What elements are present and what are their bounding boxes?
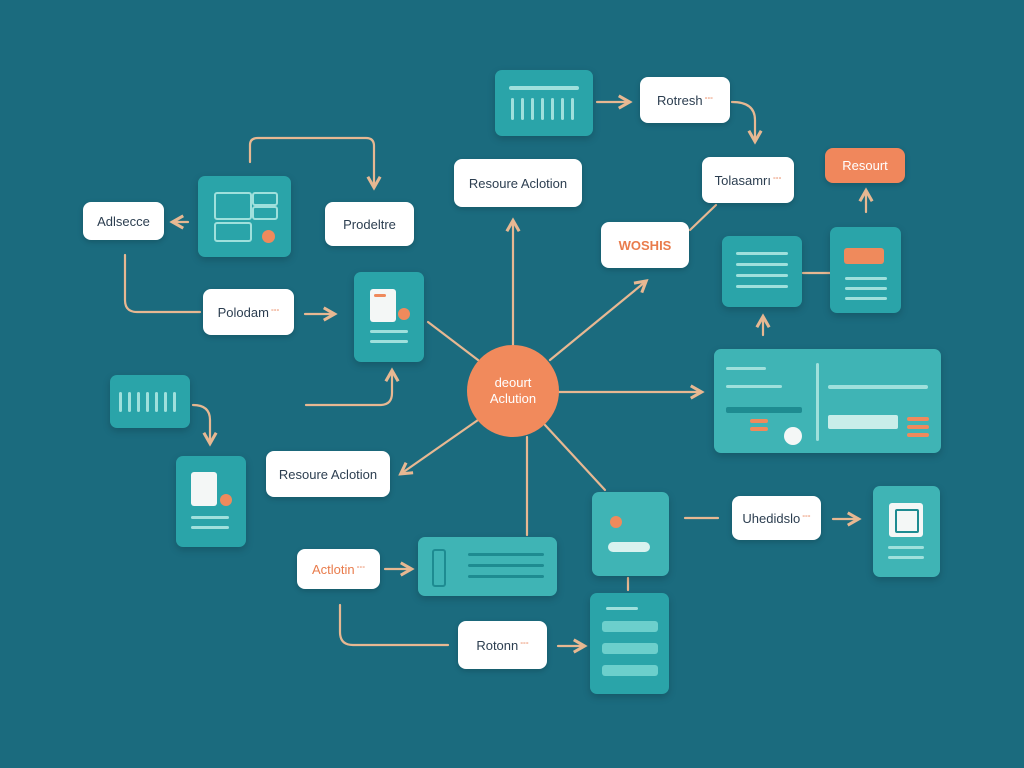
dashboard-panel[interactable] xyxy=(714,349,941,453)
refresh-label: Rotresh xyxy=(657,92,703,108)
wolosis-node[interactable]: WOSHIS xyxy=(601,222,689,268)
storage-stack-card[interactable] xyxy=(590,593,669,694)
result-node[interactable]: Resourt xyxy=(825,148,905,183)
hub-label-line2: Aclution xyxy=(489,391,537,406)
polodam-label: Polodam xyxy=(217,304,269,320)
message-card[interactable] xyxy=(592,492,669,576)
result-label: Resourt xyxy=(842,158,888,173)
resource-action-left-label: Resoure Aclotion xyxy=(278,466,378,482)
document-card-lower[interactable] xyxy=(176,456,246,547)
tolasam-node[interactable]: Tolasamrı °°° xyxy=(702,157,794,203)
rotonn-node[interactable]: Rotonn °°° xyxy=(458,621,547,669)
prodeltre-node[interactable]: Prodeltre xyxy=(325,202,414,246)
resource-action-top-label: Resoure Aclotion xyxy=(468,175,568,191)
polodam-node[interactable]: Polodam °°° xyxy=(203,289,294,335)
adsecce-label: Adlsecce xyxy=(97,213,150,229)
connector-left-elbow xyxy=(123,253,202,314)
rotonn-label: Rotonn xyxy=(476,637,519,653)
refresh-node[interactable]: Rotresh °°° xyxy=(640,77,730,123)
hub-label-line1: deourt xyxy=(494,375,532,390)
barcode-card-left[interactable] xyxy=(110,375,190,428)
adsecce-node[interactable]: Adlsecce xyxy=(83,202,164,240)
document-card-mid[interactable] xyxy=(354,272,424,362)
tolasam-label: Tolasamrı xyxy=(714,172,771,188)
list-panel[interactable] xyxy=(418,537,557,596)
wolosis-label: WOSHIS xyxy=(618,237,672,253)
connector-wolosis-tolasam xyxy=(688,203,718,232)
connector-loop-top xyxy=(248,136,374,186)
uhedidslo-node[interactable]: Uhedidslo °°° xyxy=(732,496,821,540)
hub-node[interactable]: deourt Aclution xyxy=(467,345,559,437)
prodeltre-label: Prodeltre xyxy=(343,216,396,232)
dashboard-card-left[interactable] xyxy=(198,176,291,257)
doc-card-right[interactable] xyxy=(830,227,901,313)
spoke-left xyxy=(426,320,480,362)
spoke-upright xyxy=(548,282,645,362)
spoke-downright xyxy=(543,423,607,492)
action-label: Actlotin xyxy=(311,561,355,577)
spoke-downleft xyxy=(402,418,480,473)
barcode-card-top[interactable] xyxy=(495,70,593,136)
uhedidslo-label: Uhedidslo xyxy=(742,510,801,526)
table-card-right[interactable] xyxy=(722,236,802,307)
framed-doc-card[interactable] xyxy=(873,486,940,577)
connector-barcode-left-down xyxy=(191,403,210,442)
connector-bottom-elbow xyxy=(338,603,450,647)
resource-action-top-node[interactable]: Resoure Aclotion xyxy=(454,159,582,207)
resource-action-left-node[interactable]: Resoure Aclotion xyxy=(266,451,390,497)
action-node[interactable]: Actlotin °°° xyxy=(297,549,380,589)
connector-doc-up xyxy=(304,372,392,407)
connector-refresh-down xyxy=(730,100,755,140)
